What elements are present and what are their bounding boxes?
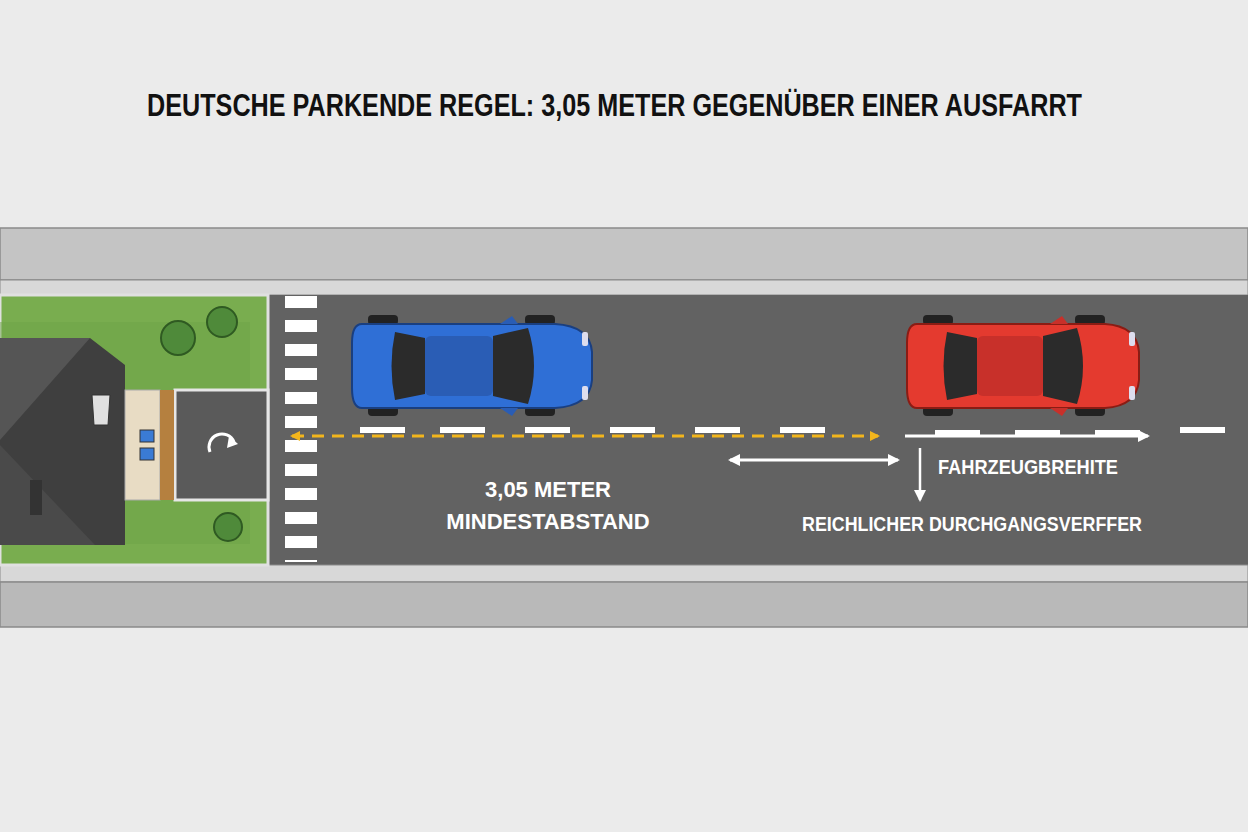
diagram-title: DEUTSCHE PARKENDE REGEL: 3,05 METER GEGE… bbox=[147, 88, 1082, 124]
vehicle-width-label: FAHRZEUGBREHITE bbox=[938, 456, 1118, 479]
passage-label: REICHLICHER DURCHGANGSVERFFER bbox=[802, 512, 1142, 536]
red-car bbox=[907, 315, 1139, 416]
blue-car bbox=[352, 315, 592, 416]
distance-label: 3,05 METER MINDESTABSTAND bbox=[433, 474, 663, 538]
